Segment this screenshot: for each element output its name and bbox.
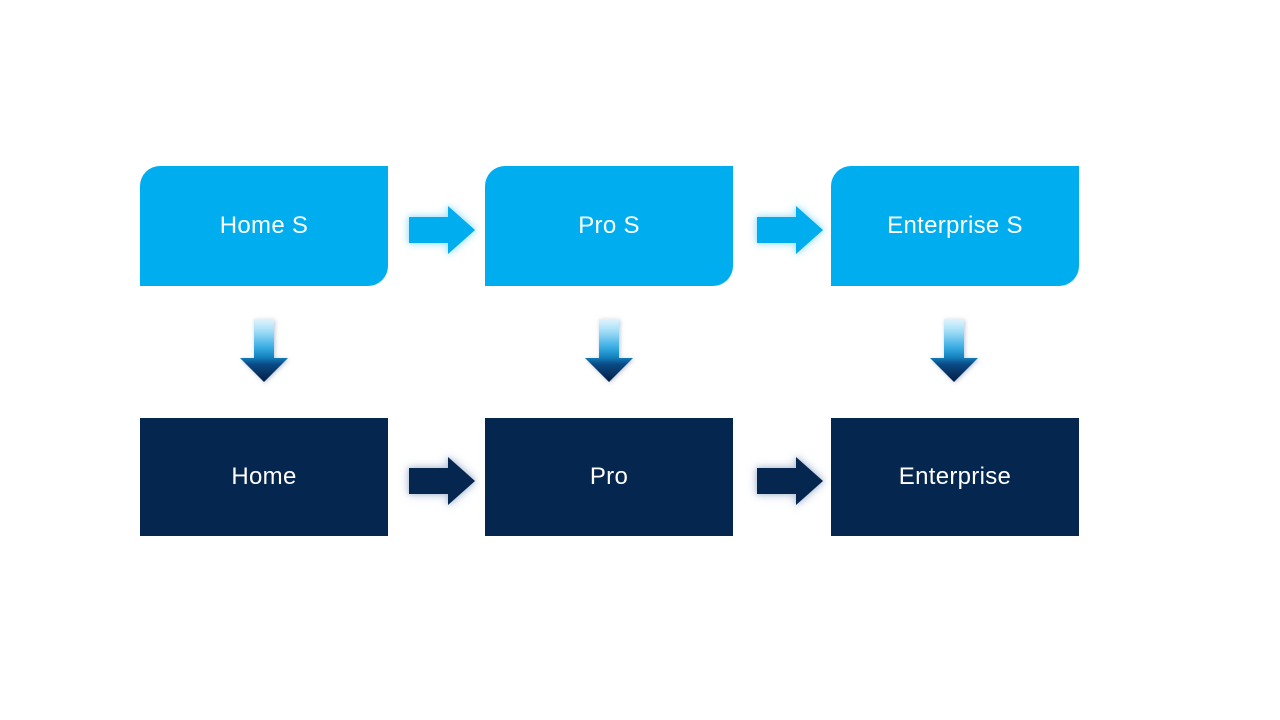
box-enterprise-label: Enterprise: [898, 463, 1012, 490]
right-arrow-shape: [757, 206, 823, 254]
down-arrow-icon: [930, 319, 978, 382]
box-home-s-label: Home S: [219, 212, 309, 239]
right-arrow-icon: [757, 457, 823, 505]
box-pro-label: Pro: [589, 463, 629, 490]
down-arrow-icon: [585, 319, 633, 382]
box-pro-s-label: Pro S: [578, 212, 640, 239]
down-arrow-shape: [240, 319, 288, 382]
box-home-label: Home: [231, 463, 297, 490]
box-pro-s: Pro S: [485, 166, 733, 286]
box-home-s: Home S: [140, 166, 388, 286]
right-arrow-shape: [409, 206, 475, 254]
down-arrow-shape: [930, 319, 978, 382]
box-enterprise-s: Enterprise S: [831, 166, 1079, 286]
box-enterprise: Enterprise: [831, 418, 1079, 536]
right-arrow-shape: [409, 457, 475, 505]
right-arrow-icon: [409, 206, 475, 254]
down-arrow-shape: [585, 319, 633, 382]
down-arrow-icon: [240, 319, 288, 382]
box-home: Home: [140, 418, 388, 536]
right-arrow-icon: [409, 457, 475, 505]
right-arrow-icon: [757, 206, 823, 254]
box-enterprise-s-label: Enterprise S: [887, 212, 1023, 239]
box-pro: Pro: [485, 418, 733, 536]
right-arrow-shape: [757, 457, 823, 505]
